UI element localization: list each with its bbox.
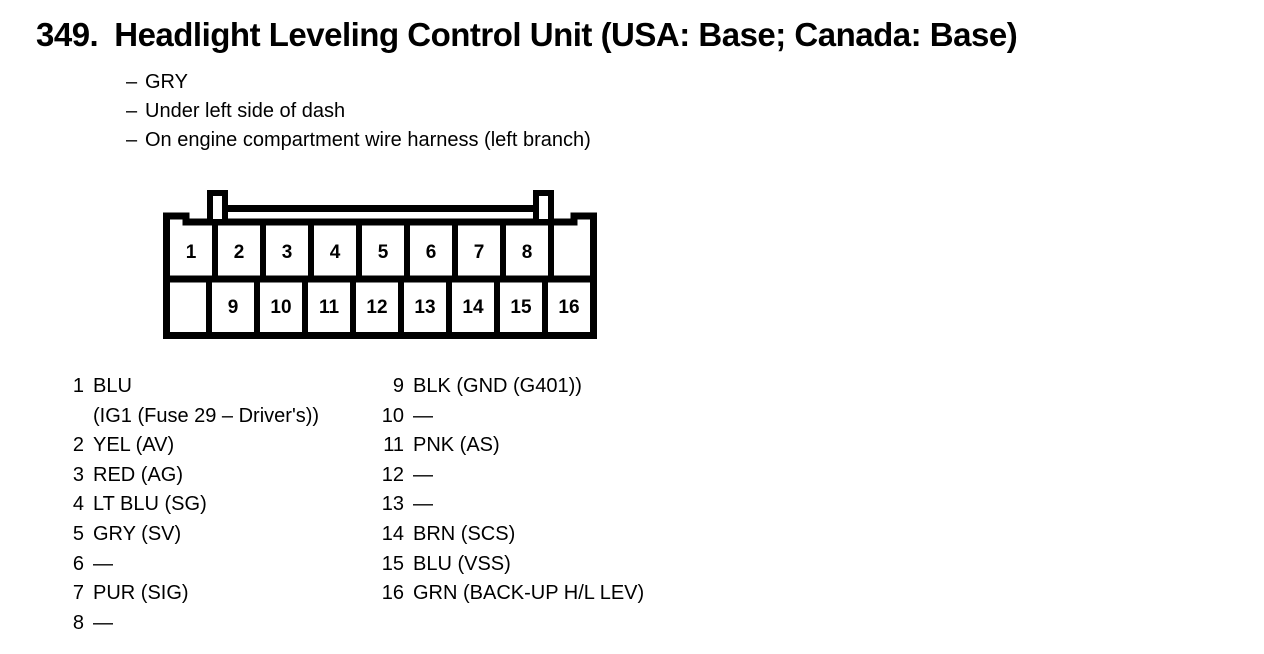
connector-pin-1: 1 bbox=[186, 242, 197, 263]
page-title: 349. Headlight Leveling Control Unit (US… bbox=[36, 16, 1018, 54]
pin-description: — bbox=[413, 463, 433, 486]
pin-description: LT BLU (SG) bbox=[93, 493, 207, 516]
connector-pin-15: 15 bbox=[510, 297, 532, 318]
pin-number: 5 bbox=[72, 522, 84, 545]
connector-latch-bar bbox=[213, 205, 548, 212]
note-dash: – bbox=[126, 129, 138, 151]
pin-row: 14 BRN (SCS) bbox=[378, 520, 644, 550]
pin-description: PNK (AS) bbox=[413, 434, 500, 457]
pin-description: BRN (SCS) bbox=[413, 522, 516, 545]
pin-row: 8— bbox=[58, 609, 319, 639]
pin-number: 7 bbox=[72, 582, 84, 605]
connector-pin-5: 5 bbox=[378, 242, 389, 263]
pin-row: 12 — bbox=[378, 461, 644, 491]
pin-number: 14 bbox=[381, 522, 404, 545]
component-note: –GRY bbox=[126, 68, 591, 97]
pin-number: 16 bbox=[381, 582, 404, 605]
connector-pin-4: 4 bbox=[330, 242, 341, 263]
pin-description: GRN (BACK-UP H/L LEV) bbox=[413, 582, 645, 605]
note-dash: – bbox=[126, 100, 138, 122]
pin-row: 11 PNK (AS) bbox=[378, 431, 644, 461]
pin-number: 6 bbox=[72, 552, 84, 575]
note-dash: – bbox=[126, 71, 138, 93]
note-text: Under left side of dash bbox=[145, 100, 346, 122]
pin-row: 6— bbox=[58, 550, 319, 580]
connector-pin-11: 11 bbox=[319, 297, 340, 318]
pin-list-left: 1 BLU (IG1 (Fuse 29 – Driver's)) 2 YEL (AV) 3… bbox=[58, 372, 319, 638]
connector-top-cell-separators bbox=[212, 225, 554, 279]
pin-row: 13 — bbox=[378, 490, 644, 520]
pin-description: RED (AG) bbox=[93, 463, 183, 486]
pin-description: BLU bbox=[93, 375, 132, 397]
component-note: –Under left side of dash bbox=[126, 97, 591, 126]
pin-number: 11 bbox=[383, 434, 404, 457]
connector-top-row-numbers: 1 2 3 4 5 6 7 8 bbox=[186, 242, 533, 263]
pin-number: 12 bbox=[381, 463, 404, 486]
connector-latch-post-right bbox=[533, 190, 554, 225]
connector-pin-6: 6 bbox=[426, 242, 437, 263]
pin-number: 4 bbox=[72, 493, 84, 516]
connector-pin-7: 7 bbox=[474, 242, 485, 263]
page-title-text: Headlight Leveling Control Unit (USA: Ba… bbox=[114, 16, 1018, 53]
connector-pin-8: 8 bbox=[522, 242, 533, 263]
connector-pin-9: 9 bbox=[228, 297, 239, 318]
pin-description: — bbox=[413, 493, 433, 516]
pin-row: 3 RED (AG) bbox=[58, 461, 319, 491]
page-title-number: 349. bbox=[36, 16, 99, 53]
connector-pin-2: 2 bbox=[234, 242, 245, 263]
pin-description: — bbox=[93, 552, 113, 575]
pin-description: — bbox=[93, 611, 113, 634]
connector-pin-12: 12 bbox=[366, 297, 387, 318]
pin-number: 2 bbox=[72, 434, 84, 457]
pin-number: 9 bbox=[392, 375, 404, 397]
connector-pin-13: 13 bbox=[414, 297, 435, 318]
pin-description: YEL (AV) bbox=[93, 434, 175, 457]
pin-row: 16 GRN (BACK-UP H/L LEV) bbox=[378, 579, 644, 609]
pin-row: 7 PUR (SIG) bbox=[58, 579, 319, 609]
connector-pin-16: 16 bbox=[558, 297, 579, 318]
pin-row: 2 YEL (AV) bbox=[58, 431, 319, 461]
component-note: –On engine compartment wire harness (lef… bbox=[126, 126, 591, 155]
connector-pin-3: 3 bbox=[282, 242, 293, 263]
pin-row: 5 GRY (SV) bbox=[58, 520, 319, 550]
note-text: GRY bbox=[145, 71, 188, 93]
pin-number: 15 bbox=[381, 552, 404, 575]
connector-latch-post-left bbox=[207, 190, 228, 225]
pin-number: 8 bbox=[72, 611, 84, 634]
pin-description: BLU (VSS) bbox=[413, 552, 511, 575]
pin-description-continued: (IG1 (Fuse 29 – Driver's)) bbox=[93, 404, 320, 427]
pin-list-right: 9 BLK (GND (G401)) 10 — 11 PNK (AS) 12 — 13 — 14 BR… bbox=[378, 372, 644, 609]
note-text: On engine compartment wire harness (left… bbox=[145, 129, 591, 151]
connector-bottom-row-numbers: 9 10 11 12 13 14 15 16 bbox=[228, 297, 580, 318]
pin-row: 15 BLU (VSS) bbox=[378, 550, 644, 580]
component-notes-list: –GRY–Under left side of dash–On engine c… bbox=[126, 68, 591, 155]
pin-row: 10 — bbox=[378, 402, 644, 432]
pin-row: 4 LT BLU (SG) bbox=[58, 490, 319, 520]
pin-number: 10 bbox=[381, 404, 404, 427]
pin-description: PUR (SIG) bbox=[93, 582, 189, 605]
connector-pin-10: 10 bbox=[270, 297, 291, 318]
pin-number: 13 bbox=[381, 493, 404, 516]
connector-bottom-cell-separators bbox=[206, 279, 548, 335]
pin-description: GRY (SV) bbox=[93, 522, 182, 545]
connector-pin-14: 14 bbox=[462, 297, 484, 318]
pin-number: 3 bbox=[72, 463, 84, 486]
pin-description: — bbox=[413, 404, 433, 427]
pin-row: 1 BLU bbox=[58, 372, 319, 402]
pin-number: 1 bbox=[72, 375, 84, 397]
pin-row: 9 BLK (GND (G401)) bbox=[378, 372, 644, 402]
pin-description: BLK (GND (G401)) bbox=[413, 375, 582, 397]
connector-body bbox=[163, 190, 597, 339]
